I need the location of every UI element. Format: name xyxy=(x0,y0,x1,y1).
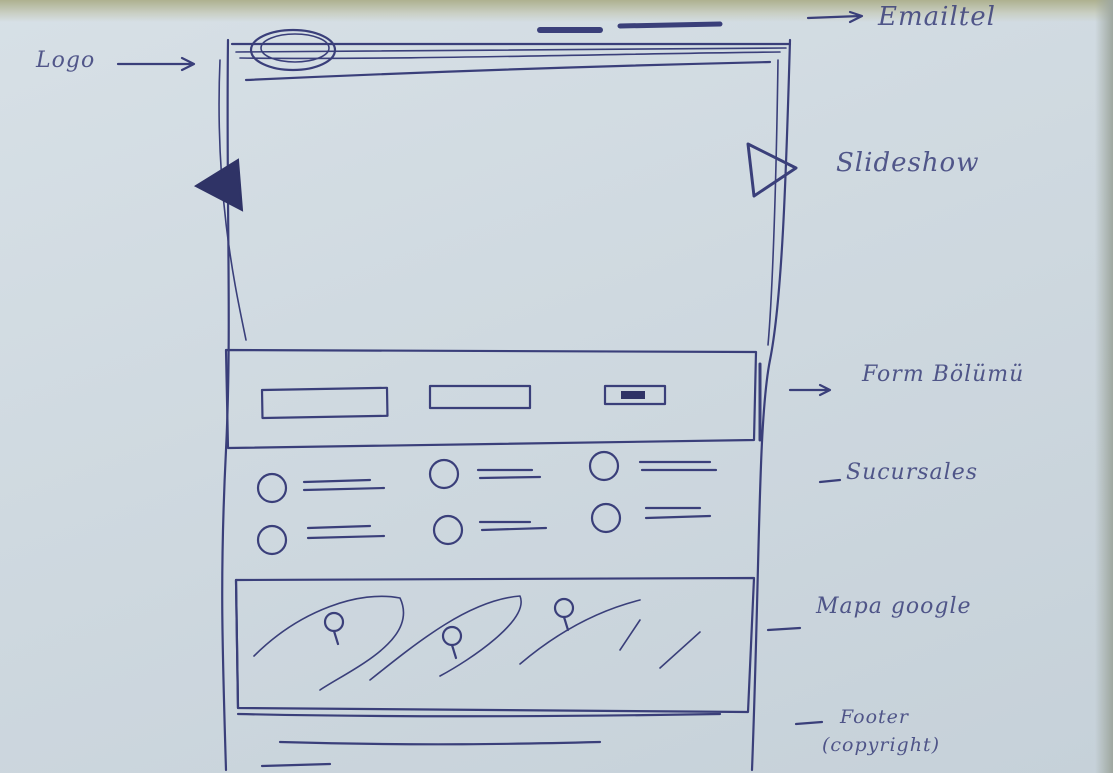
annotation-slideshow: Slideshow xyxy=(836,148,980,178)
paper-right-edge xyxy=(1095,0,1113,773)
features-grid xyxy=(256,450,718,556)
map-section-box xyxy=(234,576,756,714)
footer-divider xyxy=(236,712,722,718)
annotation-logo: Logo xyxy=(36,48,96,73)
annotation-form: Form Bölümü xyxy=(862,362,1025,387)
slideshow-prev-arrow xyxy=(193,158,244,212)
annotation-footer: Footer xyxy=(840,706,909,728)
slideshow-next-arrow xyxy=(746,142,798,198)
annotation-header: Emailtel xyxy=(878,2,996,32)
annotation-features: Sucursales xyxy=(846,460,978,485)
annotation-footer-sub: (copyright) xyxy=(822,734,940,756)
map-scribbles xyxy=(253,595,701,691)
annotation-arrows xyxy=(116,10,864,726)
annotation-maps: Mapa google xyxy=(816,594,972,619)
form-section-box xyxy=(224,348,758,450)
logo-shape xyxy=(249,28,337,72)
